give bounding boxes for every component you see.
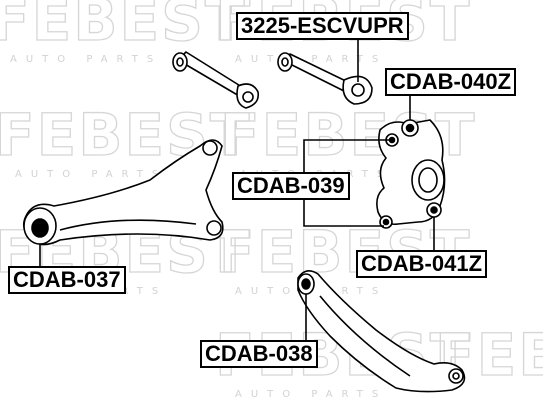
callout-cdab-041z: CDAB-041Z [356, 250, 488, 278]
lateral-arm-inner-core [301, 278, 311, 290]
trailing-arm-front-bushing-core [31, 218, 49, 238]
lateral-arm-body [297, 270, 466, 393]
watermark-brand: FEBEST [0, 0, 246, 54]
lower-lateral-arm [297, 270, 466, 393]
watermark-tagline: AUTO PARTS [235, 389, 387, 400]
trailing-arm-rib [59, 219, 197, 231]
trailing-arm-body [22, 139, 224, 246]
right-link-bushing [351, 83, 365, 97]
left-link-end-hole [176, 57, 184, 67]
callout-cdab-037: CDAB-037 [8, 266, 126, 294]
callout-cdab-040z: CDAB-040Z [385, 68, 517, 96]
watermark-tagline: AUTO PARTS [15, 169, 167, 180]
knuckle-hub-inner [418, 167, 438, 193]
callout-3225-escvupr: 3225-ESCVUPR [236, 12, 409, 40]
upper-control-link [172, 51, 373, 109]
trailing-arm-rear-eye [206, 220, 222, 236]
left-link-bushing [242, 91, 254, 103]
knuckle-lower-bushing-core [430, 206, 438, 214]
watermark-tagline: AUTO PARTS [10, 54, 162, 65]
lateral-arm-rib [319, 295, 411, 377]
rear-knuckle [376, 119, 446, 229]
knuckle-upper-bushing-core [405, 123, 415, 133]
knuckle-lower-inner-core [382, 218, 390, 226]
callout-cdab-038: CDAB-038 [200, 340, 318, 368]
callout-cdab-039: CDAB-039 [232, 172, 350, 200]
lower-trailing-arm [22, 139, 224, 246]
watermark-tagline: AUTO PARTS [235, 54, 387, 65]
knuckle-upper-inner-core [388, 136, 396, 144]
trailing-arm-upper-eye [202, 140, 218, 156]
lateral-arm-outer-hole [452, 372, 460, 380]
right-link-end-hole [281, 57, 289, 67]
